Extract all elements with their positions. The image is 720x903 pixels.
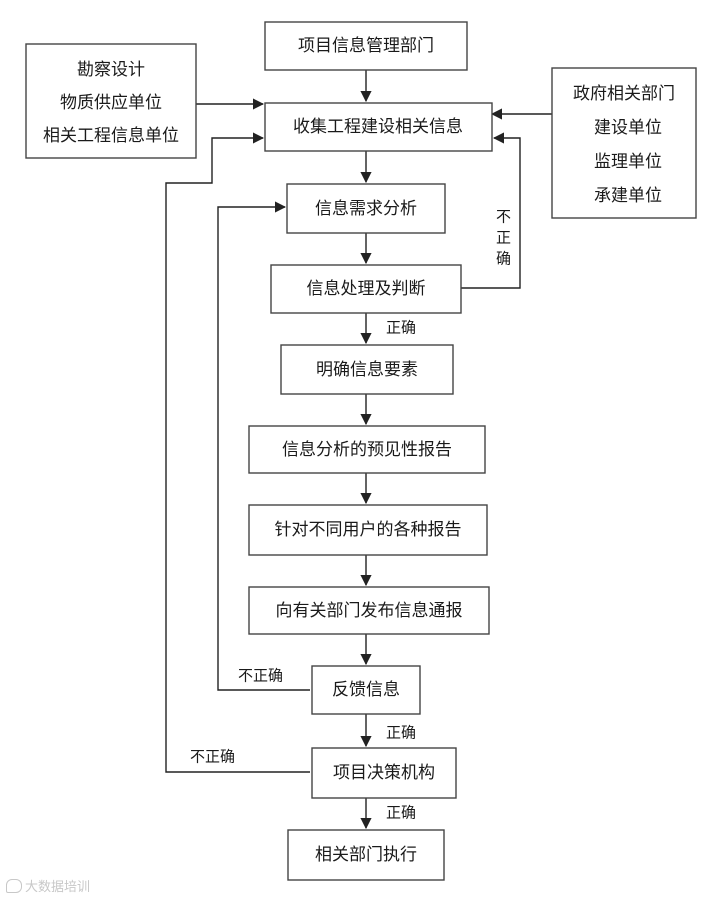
node-define-elements: 明确信息要素: [280, 344, 454, 395]
node-processing: 信息处理及判断: [270, 264, 462, 314]
label-incorrect-vertical-3: 确: [496, 250, 511, 268]
svg-text:信息处理及判断: 信息处理及判断: [307, 279, 426, 299]
svg-text:反馈信息: 反馈信息: [332, 680, 400, 700]
node-user-reports: 针对不同用户的各种报告: [248, 504, 488, 556]
svg-text:针对不同用户的各种报告: 针对不同用户的各种报告: [275, 520, 462, 540]
label-incorrect-decision: 不正确: [190, 748, 235, 766]
label-incorrect-vertical-1: 不: [496, 208, 511, 226]
right-source-4: 承建单位: [594, 186, 662, 206]
right-source-2: 建设单位: [594, 118, 662, 138]
node-decision-body: 项目决策机构: [311, 747, 457, 799]
label-incorrect-vertical-2: 正: [496, 229, 511, 247]
node-collect-info: 收集工程建设相关信息: [264, 102, 493, 152]
node-demand-analysis: 信息需求分析: [286, 183, 446, 234]
label-correct-decision: 正确: [386, 804, 416, 822]
left-source-3: 相关工程信息单位: [43, 126, 179, 146]
edge-decision-incorrect-loop: [165, 132, 310, 773]
label-correct-feedback: 正确: [386, 724, 416, 742]
node-feedback: 反馈信息: [311, 665, 421, 715]
node-forecast-report: 信息分析的预见性报告: [248, 425, 486, 474]
svg-text:收集工程建设相关信息: 收集工程建设相关信息: [293, 117, 463, 137]
edge-processing-incorrect-loop: [461, 132, 521, 289]
watermark-text: 大数据培训: [25, 880, 91, 895]
node-execute: 相关部门执行: [287, 829, 445, 881]
left-source-2: 物质供应单位: [60, 93, 162, 113]
right-source-1: 政府相关部门: [573, 84, 675, 104]
label-correct-processing: 正确: [386, 319, 416, 337]
watermark: 大数据培训: [6, 876, 90, 895]
chat-bubble-icon: [6, 878, 22, 893]
svg-text:信息分析的预见性报告: 信息分析的预见性报告: [282, 440, 452, 460]
label-incorrect-feedback: 不正确: [238, 667, 283, 685]
node-project-info-dept: 项目信息管理部门: [264, 21, 468, 71]
svg-text:相关部门执行: 相关部门执行: [315, 845, 417, 865]
svg-text:向有关部门发布信息通报: 向有关部门发布信息通报: [276, 601, 463, 621]
svg-text:项目决策机构: 项目决策机构: [333, 763, 435, 783]
node-left-sources: 勘察设计 物质供应单位 相关工程信息单位: [25, 43, 197, 159]
svg-text:信息需求分析: 信息需求分析: [315, 199, 417, 219]
svg-text:项目信息管理部门: 项目信息管理部门: [298, 36, 434, 56]
svg-text:明确信息要素: 明确信息要素: [316, 360, 418, 380]
edge-feedback-incorrect-loop: [217, 201, 310, 691]
left-source-1: 勘察设计: [77, 60, 145, 80]
node-publish-notice: 向有关部门发布信息通报: [248, 586, 490, 635]
node-right-sources: 政府相关部门 建设单位 监理单位 承建单位: [551, 67, 697, 219]
right-source-3: 监理单位: [594, 152, 662, 172]
